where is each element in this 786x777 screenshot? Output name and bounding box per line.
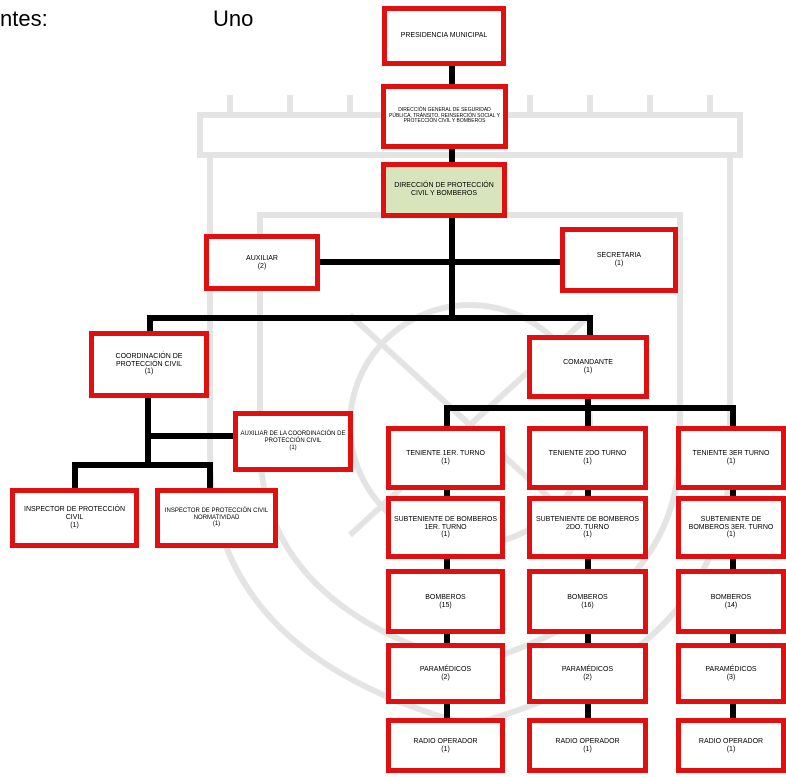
node-title: SUBTENIENTE DE BOMBEROS 1ER. TURNO — [393, 515, 498, 531]
node-title: INSPECTOR DE PROTECCIÓN CIVIL — [24, 506, 125, 522]
node-secretaria[interactable]: SECRETARIA (1) — [560, 227, 678, 293]
node-title: BOMBEROS — [710, 593, 752, 601]
node-paramedicos-1[interactable]: PARAMÉDICOS (2) — [386, 643, 505, 704]
node-radio-operador-2[interactable]: RADIO OPERADOR (1) — [527, 718, 648, 773]
node-title: PRESIDENCIA MUNICIPAL — [400, 32, 488, 40]
node-bomberos-2[interactable]: BOMBEROS (16) — [527, 569, 648, 634]
node-comandante[interactable]: COMANDANTE (1) — [527, 335, 649, 399]
node-subteniente-1er-turno[interactable]: SUBTENIENTE DE BOMBEROS 1ER. TURNO (1) — [386, 496, 505, 559]
node-count: (1) — [726, 458, 736, 465]
node-count: (16) — [581, 601, 594, 609]
node-coordinacion-proteccion-civil[interactable]: COORDINACIÓN DE PROTECCIÓN CIVIL (1) — [89, 331, 209, 398]
node-title: DIRECCIÓN DE PROTECCIÓN CIVIL Y BOMBEROS — [394, 182, 494, 197]
header-label-left: ntes: — [0, 6, 48, 31]
node-count: (1) — [441, 458, 450, 465]
node-count: (14) — [724, 601, 738, 609]
node-title: RADIO OPERADOR — [555, 737, 620, 745]
node-title: PARAMÉDICOS — [561, 665, 614, 673]
node-count: (1) — [441, 531, 450, 539]
node-paramedicos-2[interactable]: PARAMÉDICOS (2) — [527, 643, 648, 704]
node-title: PARAMÉDICOS — [705, 665, 757, 673]
node-title: INSPECTOR DE PROTECCIÓN CIVIL NORMATIVID… — [164, 507, 269, 521]
node-teniente-2do-turno[interactable]: TENIENTE 2DO TURNO (1) — [527, 426, 648, 490]
node-radio-operador-1[interactable]: RADIO OPERADOR (1) — [386, 718, 505, 773]
node-title: RADIO OPERADOR — [413, 737, 478, 745]
node-title: COORDINACIÓN DE PROTECCIÓN CIVIL — [115, 352, 183, 368]
node-title: BOMBEROS — [567, 593, 608, 601]
node-direccion-proteccion-civil[interactable]: DIRECCIÓN DE PROTECCIÓN CIVIL Y BOMBEROS — [381, 162, 507, 218]
node-count: (1) — [441, 745, 450, 753]
node-presidencia-municipal[interactable]: PRESIDENCIA MUNICIPAL — [382, 6, 506, 66]
node-title: RADIO OPERADOR — [698, 737, 764, 745]
node-count: (1) — [614, 260, 624, 267]
node-inspector-proteccion-civil[interactable]: INSPECTOR DE PROTECCIÓN CIVIL (1) — [10, 488, 139, 548]
node-subteniente-3er-turno[interactable]: SUBTENIENTE DE BOMBEROS 3ER. TURNO (1) — [676, 496, 786, 559]
node-auxiliar-coordinacion[interactable]: AUXILIAR DE LA COORDINACIÓN DE PROTECCIÓ… — [233, 411, 353, 472]
node-count: (1) — [583, 745, 592, 753]
node-direccion-general[interactable]: DIRECCIÓN GENERAL DE SEGURIDAD PÚBLICA, … — [381, 84, 508, 149]
node-count: (1) — [583, 458, 592, 465]
node-count: (1) — [726, 531, 736, 539]
node-auxiliar[interactable]: AUXILIAR (2) — [204, 234, 320, 291]
node-count: (3) — [726, 673, 736, 681]
node-bomberos-3[interactable]: BOMBEROS (14) — [676, 569, 786, 634]
node-count: (1) — [144, 368, 154, 376]
node-teniente-1er-turno[interactable]: TENIENTE 1ER. TURNO (1) — [386, 426, 505, 490]
node-title: SECRETARIA — [596, 252, 642, 260]
node-count: (1) — [212, 521, 221, 528]
node-count: (15) — [439, 601, 452, 609]
node-count: (1) — [726, 745, 736, 753]
node-count: (2) — [441, 673, 450, 681]
node-count: (2) — [583, 673, 592, 681]
node-title: DIRECCIÓN GENERAL DE SEGURIDAD PÚBLICA, … — [389, 107, 500, 125]
node-title: TENIENTE 2DO TURNO — [548, 450, 627, 458]
node-title: AUXILIAR — [246, 254, 278, 262]
node-title: PARAMÉDICOS — [419, 665, 472, 673]
node-count: (1) — [583, 367, 593, 374]
node-title: AUXILIAR DE LA COORDINACIÓN DE PROTECCIÓ… — [240, 431, 346, 445]
node-title: TENIENTE 1ER. TURNO — [406, 450, 485, 458]
node-title: TENIENTE 3ER TURNO — [692, 450, 770, 458]
node-bomberos-1[interactable]: BOMBEROS (15) — [386, 569, 505, 634]
node-count: (2) — [257, 262, 267, 270]
node-title: BOMBEROS — [425, 593, 466, 601]
node-title: SUBTENIENTE DE BOMBEROS 2DO. TURNO — [535, 515, 640, 531]
header-label-right: Uno — [213, 6, 254, 31]
node-teniente-3er-turno[interactable]: TENIENTE 3ER TURNO (1) — [676, 426, 786, 490]
node-count: (1) — [70, 521, 79, 529]
node-inspector-normatividad[interactable]: INSPECTOR DE PROTECCIÓN CIVIL NORMATIVID… — [155, 488, 278, 548]
node-subteniente-2do-turno[interactable]: SUBTENIENTE DE BOMBEROS 2DO. TURNO (1) — [527, 496, 648, 559]
node-title: SUBTENIENTE DE BOMBEROS 3ER. TURNO — [688, 515, 774, 531]
node-title: COMANDANTE — [563, 359, 613, 367]
node-count: (1) — [289, 444, 297, 451]
node-count: (1) — [583, 531, 592, 539]
node-radio-operador-3[interactable]: RADIO OPERADOR (1) — [676, 718, 786, 773]
node-paramedicos-3[interactable]: PARAMÉDICOS (3) — [676, 643, 786, 704]
